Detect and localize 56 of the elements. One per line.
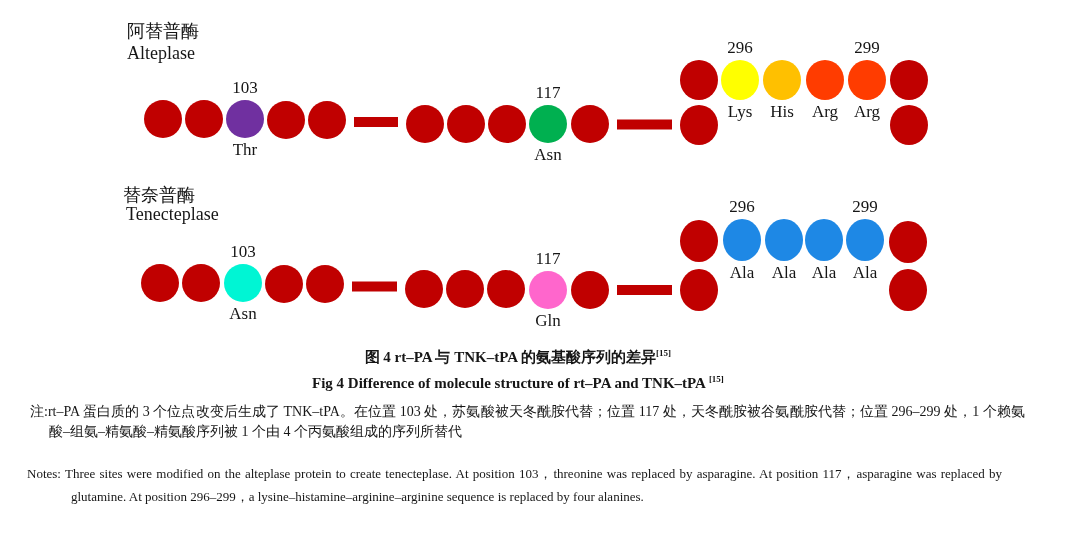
amino-acid-circle — [680, 220, 718, 262]
linker-bar — [352, 281, 397, 292]
position-number: 117 — [535, 84, 561, 102]
protein-name: 替奈普酶 — [123, 184, 195, 206]
linker-bar — [617, 119, 672, 130]
amino-acid-circle — [488, 105, 526, 143]
position-number: 296 — [727, 39, 753, 57]
amino-acid-circle — [487, 270, 525, 308]
position-number: 296 — [729, 198, 755, 216]
residue-name: Thr — [232, 141, 258, 159]
amino-acid-circle — [406, 105, 444, 143]
residue-name: Asn — [229, 305, 257, 323]
amino-acid-circle — [680, 269, 718, 311]
residue-name: Ala — [771, 264, 797, 282]
protein-name: Alteplase — [127, 42, 195, 64]
residue-name: Gln — [535, 312, 561, 330]
note-paragraph: 注:rt–PA 蛋白质的 3 个位点改变后生成了 TNK–tPA。在位置 103 处，苏氨酸被天冬酰胺代替；位置 117 处，天冬酰胺被谷氨酰胺代替；位置 296–299 处，1 个赖氨酸–组氨–精氨酸–精氨酸序列被 1 个由 4 个丙氨酸组成的序列所替代 — [30, 403, 1025, 441]
amino-acid-circle — [144, 100, 182, 138]
linker-bar — [617, 285, 672, 295]
amino-acid-circle — [446, 270, 484, 308]
position-number: 103 — [232, 79, 258, 97]
amino-acid-circle — [141, 264, 179, 302]
residue-name: Lys — [727, 103, 753, 121]
figure-caption: Fig 4 Difference of molecule structure of rt–PA and TNK–tPA $^{[15]}$ — [312, 373, 724, 393]
protein-name: 阿替普酶 — [127, 20, 199, 42]
amino-acid-circle — [185, 100, 223, 138]
position-number: 299 — [852, 198, 878, 216]
amino-acid-circle — [890, 60, 928, 100]
amino-acid-circle — [571, 271, 609, 309]
amino-acid-circle — [571, 105, 609, 143]
amino-acid-circle — [680, 105, 718, 145]
amino-acid-circle — [680, 60, 718, 100]
note-paragraph: Notes: Three sites were modified on the alteplase protein to create tenecteplase. At position 103，threonine was replaced by asparagine. At position 117，asparagine was replaced by glutamine. At position 296–299，a lysine–histamine–arginine–arginine sequence is replaced by four alanines. — [27, 465, 1002, 506]
amino-acid-circle — [889, 221, 927, 263]
amino-acid-circle — [447, 105, 485, 143]
amino-acid-circle — [889, 269, 927, 311]
residue-name: Ala — [811, 264, 837, 282]
amino-acid-circle — [890, 105, 928, 145]
residue-name: Ala — [852, 264, 878, 282]
amino-acid-circle — [265, 265, 303, 303]
amino-acid-circle — [405, 270, 443, 308]
residue-name: Asn — [534, 146, 562, 164]
amino-acid-circle — [267, 101, 305, 139]
protein-name: Tenecteplase — [126, 204, 219, 225]
position-number: 117 — [535, 250, 561, 268]
position-number: 299 — [854, 39, 880, 57]
residue-name: Arg — [853, 103, 881, 121]
linker-bar — [354, 117, 398, 127]
amino-acid-circle — [182, 264, 220, 302]
amino-acid-circle — [306, 265, 344, 303]
residue-name: His — [770, 103, 794, 121]
figure-caption: 图 4 rt–PA 与 TNK–tPA 的氨基酸序列的差异$^{[15]}$ — [364, 347, 671, 367]
amino-acid-circle — [308, 101, 346, 139]
position-number: 103 — [230, 243, 256, 261]
residue-name: Arg — [811, 103, 839, 121]
residue-name: Ala — [729, 264, 755, 282]
